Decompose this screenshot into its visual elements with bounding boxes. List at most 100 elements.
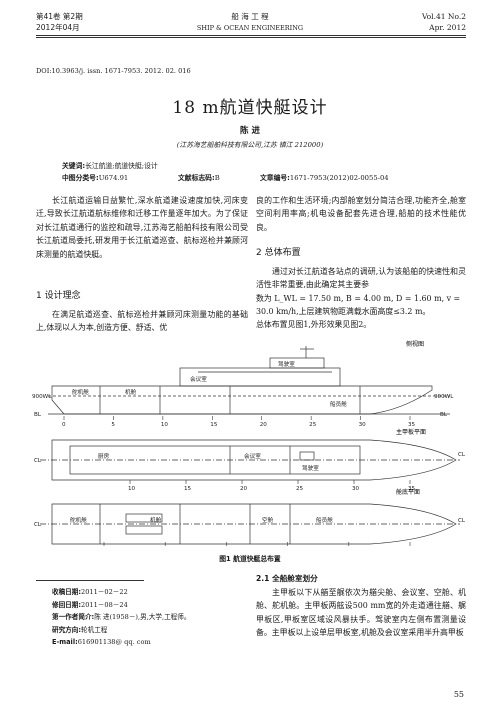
- section-1-text: 在满足航道巡查、航标巡检并兼顾河床测量功能的基础上,体现以人为本,创造方便、舒适…: [36, 310, 248, 333]
- main-deck-label: 主甲板平面: [396, 428, 426, 436]
- bio-label: 第一作者简介:: [52, 613, 95, 621]
- received-line: 收稿日期:2011－02－22: [52, 586, 242, 599]
- section-1-title: 1 设计理念: [36, 291, 81, 301]
- side-frame-tick-label-1: 5: [111, 422, 115, 428]
- side-label-2: 会议室: [190, 375, 207, 383]
- deck-label-1: 会议室: [244, 452, 261, 460]
- revised-label: 修回日期:: [52, 600, 82, 609]
- deck-frame-tick-label-1: 15: [184, 486, 192, 492]
- section-2-text-4: 总体布置见图1,外形效果见图2。: [256, 320, 372, 329]
- side-frame-tick-label-6: 30: [359, 422, 367, 428]
- waterline-label: 900WL: [32, 394, 52, 400]
- author: 陈 进: [240, 126, 260, 136]
- deck-frame-tick-label-0: 10: [128, 486, 136, 492]
- side-label-1: 机舱: [125, 388, 137, 396]
- helm-console: [299, 451, 315, 461]
- volume-issue-en: Vol.41 No.2: [421, 12, 466, 21]
- waterline-label-right: 900WL: [434, 394, 454, 400]
- bottom-plan-label: 舱底平面: [396, 488, 420, 496]
- bottom-cl-label-right: CL: [458, 518, 466, 524]
- header-rule: [36, 35, 466, 36]
- wheelhouse-profile: [269, 357, 325, 369]
- journal-name-en: SHIP & OCEAN ENGINEERING: [196, 24, 304, 32]
- deck-frame-tick-label-2: 20: [240, 486, 248, 492]
- received-label: 收稿日期:: [52, 588, 82, 596]
- keywords: 长江航道;航道快艇;设计: [85, 162, 158, 170]
- doi: DOI:10.3963/j. issn. 1671-7953. 2012. 02…: [36, 67, 191, 75]
- side-view-texts: 舵机舱 机舱 会议室 驾驶室 船员舱 900WL 900WL BL BL: [32, 360, 454, 418]
- keywords-line: 关键词:长江航道;航道快艇;设计: [62, 162, 158, 171]
- section-2-text-2: 数为 L_WL = 17.50 m, B = 4.00 m, D = 1.60 …: [256, 294, 461, 303]
- bottom-label-1: 机舱: [150, 516, 162, 524]
- received-date: 2011－02－22: [81, 588, 128, 596]
- bottom-label-3: 船员舱: [316, 516, 333, 524]
- side-view-drawing: [48, 346, 450, 415]
- section-2-text-1: 通过对长江航道各站点的调研,认为该船舶的快速性和灵活性非常重要,由此确定其主要参: [256, 267, 466, 290]
- side-label-0: 舵机舱: [72, 388, 89, 396]
- deck-frame-tick-label-4: 30: [352, 486, 360, 492]
- footnote-rule: [36, 580, 144, 581]
- hull-profile: [51, 385, 433, 415]
- intro-paragraph: 长江航道运输日益繁忙,深水航道建设速度加快,河床变迁,导致长江航道航标维修和迁移…: [36, 196, 248, 259]
- field-line: 研究方向:轮机工程: [52, 624, 242, 637]
- right-column-intro: 良的工作和生活环境;内部舱室划分简洁合理,功能齐全,舱室空间利用率高;机电设备配…: [256, 196, 466, 232]
- footnote-block: 收稿日期:2011－02－22 修回日期:2011－08－24 第一作者简介:陈…: [52, 586, 242, 649]
- affiliation: (江苏海艺船舶科技有限公司,江苏 镇江 212000): [176, 141, 324, 149]
- article-no: 1671-7953(2012)02-0055-04: [289, 174, 389, 182]
- field-text: 轮机工程: [81, 625, 108, 634]
- article-no-label: 文章编号:: [260, 174, 290, 182]
- deck-label-0: 厨房: [98, 452, 110, 460]
- paper-title: 18 m航道快艇设计: [172, 98, 328, 118]
- date-cn: 2012年04月: [36, 23, 80, 32]
- header-rule-thin: [36, 37, 466, 38]
- field-label: 研究方向:: [52, 625, 82, 634]
- page-number: 55: [453, 690, 464, 699]
- deck-label-2: 驾驶室: [302, 464, 319, 472]
- main-deck-drawing: [40, 439, 460, 481]
- deck-cl-label-right: CL: [458, 452, 466, 458]
- email-line: E-mail:616901138@ qq. com: [52, 636, 242, 649]
- deck-frame-tick-label-3: 25: [296, 486, 304, 492]
- general-arrangement-figure: 侧视图 舵机舱 机舱 会议室 驾驶室 船员舱 900WL 900WL BL BL…: [32, 340, 466, 546]
- keywords-label: 关键词:: [62, 162, 86, 170]
- revised-line: 修回日期:2011－08－24: [52, 599, 242, 612]
- side-frame-tick-label-2: 10: [161, 422, 169, 428]
- clc-number: U674.91: [98, 174, 129, 182]
- side-label-3: 驾驶室: [278, 360, 295, 368]
- bottom-frame-ticks: 51020253035: [103, 542, 411, 546]
- revised-date: 2011－08－24: [81, 600, 128, 609]
- deckhouse-profile: [179, 367, 341, 387]
- bio-text: 陈 进(1958－),男,大学,工程师。: [94, 613, 191, 621]
- bottom-plan-drawing: [40, 503, 460, 545]
- side-label-4: 船员舱: [330, 400, 347, 408]
- engine-port: [125, 513, 163, 523]
- side-frame-tick-label-7: 35: [408, 422, 416, 428]
- bio-line: 第一作者简介:陈 进(1958－),男,大学,工程师。: [52, 611, 242, 624]
- side-frame-tick-label-5: 25: [309, 422, 317, 428]
- article-no-line: 文章编号:1671-7953(2012)02-0055-04: [260, 174, 389, 183]
- baseline-label: BL: [34, 412, 42, 418]
- clc-label: 中图分类号:: [62, 174, 99, 182]
- bottom-plan-texts: 舵机舱 机舱 空舱 船员舱 CL CL: [34, 516, 466, 528]
- bottom-label-2: 空舱: [262, 516, 274, 524]
- date-en: Apr. 2012: [429, 23, 466, 32]
- section-2-title: 2 总体布置: [256, 248, 301, 258]
- side-frame-tick-label-0: 0: [62, 422, 66, 428]
- section-2-1-text: 主甲板以下从艏至艉依次为艏尖舱、会议室、空舱、机舱、舵机舱。主甲板两舷设500 …: [256, 588, 466, 638]
- baseline-label-right: BL: [440, 412, 448, 418]
- section-2-text-3: 30.0 km/h,上层建筑物距满载水面高度≤3.2 m。: [256, 307, 431, 316]
- side-frame-tick-label-3: 15: [210, 422, 218, 428]
- bottom-cl-label: CL: [34, 522, 42, 528]
- section-2-1-title: 2.1 全船舱室划分: [256, 574, 318, 583]
- email-label: E-mail:: [52, 638, 78, 646]
- deck-cl-label: CL: [34, 458, 42, 464]
- deckhouse-plan: [69, 445, 361, 475]
- main-deck-texts: 厨房 会议室 驾驶室 CL CL: [34, 452, 466, 472]
- engine-starboard: [125, 525, 163, 535]
- figure-caption: 图1 航道快艇总布置: [219, 555, 281, 563]
- email-address: 616901138@ qq. com: [77, 638, 151, 646]
- clc-line: 中图分类号:U674.91: [62, 174, 128, 183]
